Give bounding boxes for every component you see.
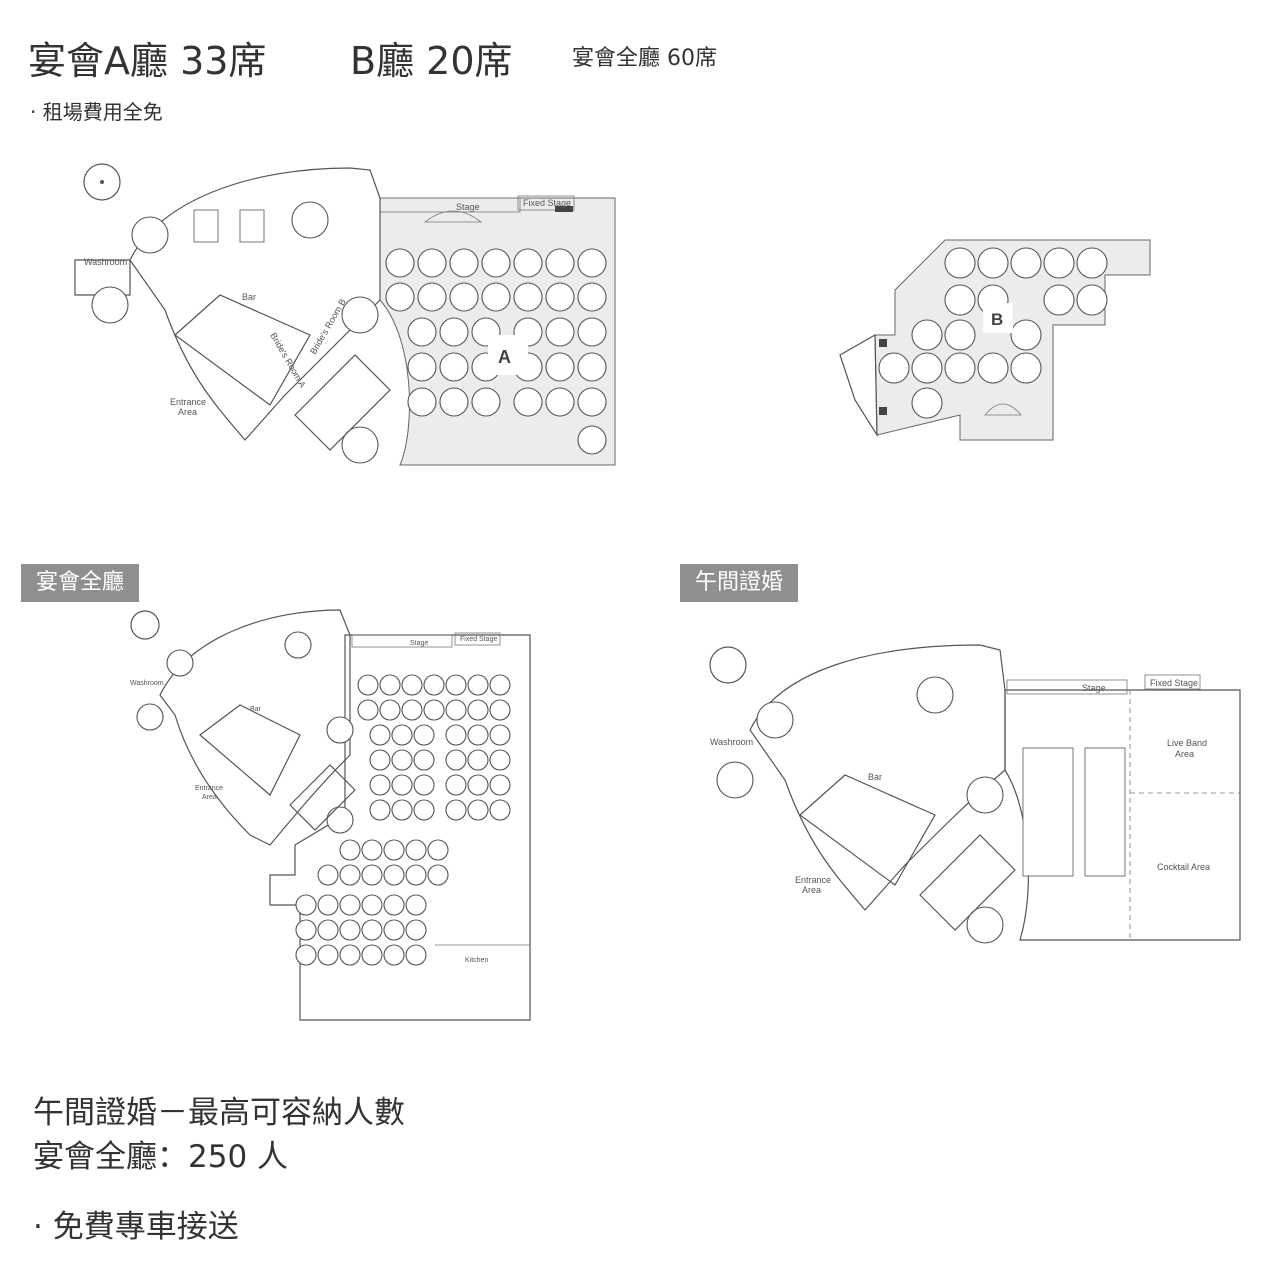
stage-label: Stage xyxy=(410,640,428,647)
brides-room-a-label: Bride's Room A xyxy=(268,331,308,389)
round-table xyxy=(91,286,129,324)
entrance-area-label: Area xyxy=(802,885,821,895)
bar-area xyxy=(199,704,301,796)
round-table xyxy=(136,703,164,731)
stage-arc xyxy=(423,210,483,223)
cocktail-area-label: Cocktail Area xyxy=(1157,862,1210,872)
round-table xyxy=(131,216,169,254)
round-table xyxy=(341,296,379,334)
round-table xyxy=(326,806,354,834)
fixed-stage-steps xyxy=(555,206,573,212)
hall-a-marker-bg xyxy=(488,335,528,375)
hall-b-marker-bg xyxy=(983,303,1013,333)
hall-a-tables xyxy=(385,248,607,455)
full-hall-tables xyxy=(295,674,511,966)
kitchen-label: Kitchen xyxy=(465,957,488,964)
round-table xyxy=(716,761,754,799)
chair-block xyxy=(193,209,265,243)
entrance-label: Entrance xyxy=(795,875,831,885)
hall-a-title: 宴會A廳 33席 xyxy=(28,39,267,83)
fixed-stage xyxy=(517,195,575,211)
pillar xyxy=(879,339,887,347)
capacity-heading: 午間證婚－最高可容納人數 xyxy=(33,1095,405,1131)
washroom-label: Washroom xyxy=(130,680,164,687)
round-table xyxy=(966,776,1004,814)
tag-full-hall: 宴會全廳 xyxy=(21,564,140,602)
round-table xyxy=(756,701,794,739)
hall-b-title: B廳 20席 xyxy=(350,39,513,83)
floorplan-hall-b: B xyxy=(839,239,1151,441)
entrance-area-label: Area xyxy=(178,407,197,417)
stage-label: Stage xyxy=(456,202,480,212)
fixed-stage-label: Fixed Stage xyxy=(523,198,571,208)
tree-icon xyxy=(709,646,747,684)
round-table xyxy=(341,426,379,464)
ceremony-chair-blocks xyxy=(1022,747,1126,877)
hall-a-marker: A xyxy=(498,347,511,367)
live-band-label: Live Band xyxy=(1167,738,1207,748)
hall-b-marker: B xyxy=(991,310,1003,329)
lobby-outline xyxy=(159,609,351,846)
bar-label: Bar xyxy=(868,772,882,782)
entrance-label: Entrance xyxy=(195,785,223,792)
venue-fee-note: · 租場費用全免 xyxy=(30,100,163,124)
capacity-value: 宴會全廳：250 人 xyxy=(33,1139,289,1175)
washroom-label: Washroom xyxy=(710,737,753,747)
round-table xyxy=(166,649,194,677)
fixed-stage xyxy=(454,632,501,646)
staircase xyxy=(294,354,391,451)
floorplan-full-hall: Stage Fixed Stage Washroom Entrance Area… xyxy=(130,609,531,1021)
fixed-stage-label: Fixed Stage xyxy=(1150,678,1198,688)
full-hall-outline xyxy=(269,634,531,1021)
hall-b-stage-arc xyxy=(984,403,1022,416)
brides-room-b-label: Bride's Room B xyxy=(308,297,348,356)
stage-band xyxy=(1006,679,1128,695)
shuttle-note: · 免費專車接送 xyxy=(33,1209,239,1245)
tree-icon xyxy=(83,163,121,201)
stage-band xyxy=(351,634,453,648)
live-band-area-label: Area xyxy=(1175,749,1194,759)
round-table xyxy=(291,201,329,239)
entrance-area-label: Area xyxy=(202,794,217,801)
fixed-stage xyxy=(1144,674,1201,690)
round-table xyxy=(284,631,312,659)
fixed-stage-label: Fixed Stage xyxy=(460,636,497,643)
pillar xyxy=(879,407,887,415)
hall-b-entry xyxy=(839,333,878,438)
staircase xyxy=(919,834,1016,931)
round-table xyxy=(966,906,1004,944)
floorplan-lunch-ceremony: Stage Fixed Stage Live Band Area Cocktai… xyxy=(709,644,1241,944)
bar-area xyxy=(799,774,936,886)
round-table xyxy=(326,716,354,744)
washroom-label: Washroom xyxy=(84,257,127,267)
bar-area xyxy=(174,294,311,406)
full-hall-title: 宴會全廳 60席 xyxy=(572,46,717,71)
entrance-label: Entrance xyxy=(170,397,206,407)
tag-lunch-ceremony: 午間證婚 xyxy=(680,564,799,602)
bar-label: Bar xyxy=(242,292,256,302)
stage-label: Stage xyxy=(1082,683,1106,693)
round-table xyxy=(916,676,954,714)
washroom-outline xyxy=(74,259,131,296)
tree-icon xyxy=(130,610,160,640)
bar-label: Bar xyxy=(250,706,262,713)
floorplan-hall-a: Stage Fixed Stage Washroom Bar Bride's R… xyxy=(74,163,616,466)
staircase xyxy=(289,764,356,831)
